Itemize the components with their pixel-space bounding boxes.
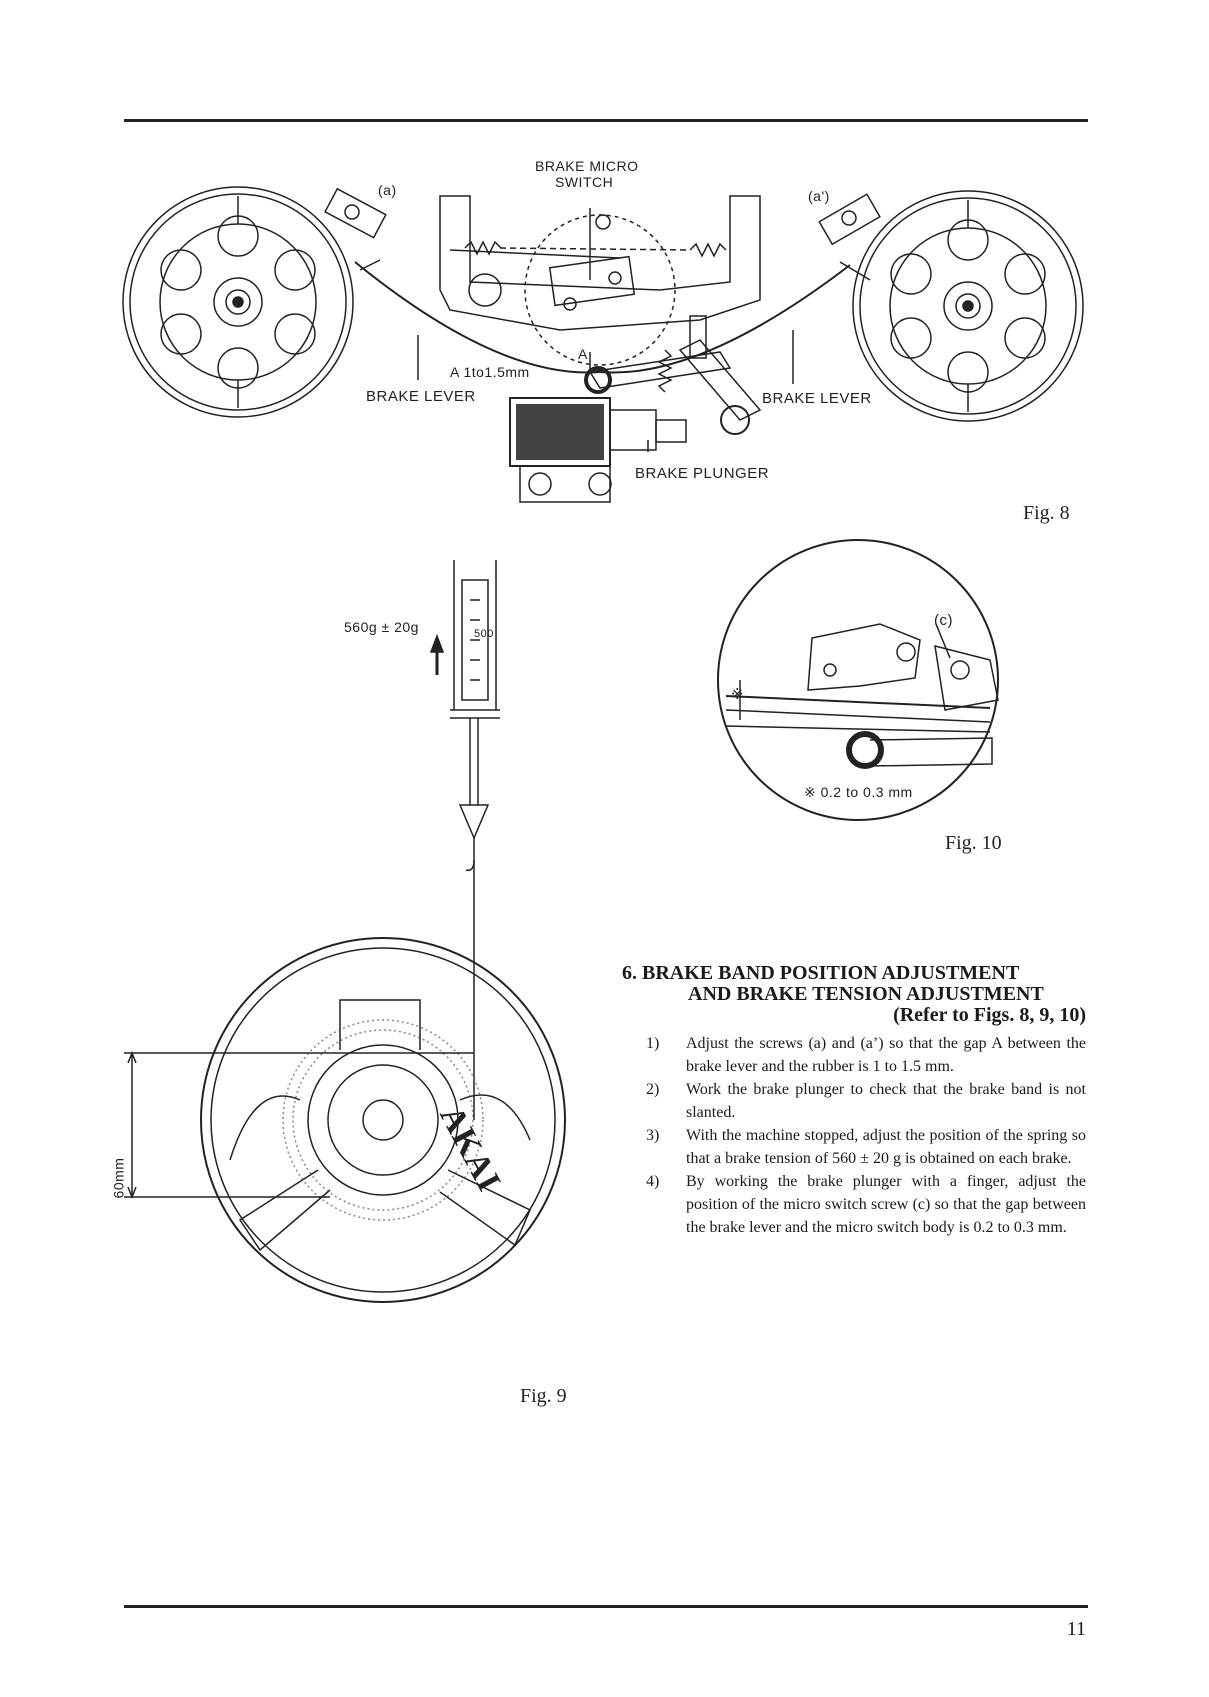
list-item: 1)Adjust the screws (a) and (a’) so that…	[646, 1035, 1086, 1075]
list-item: 2)Work the brake plunger to check that t…	[646, 1081, 1086, 1121]
fig10-label-star: ※	[731, 686, 745, 703]
left-reel-icon	[123, 187, 353, 417]
fig8-label-a-prime: (a')	[808, 188, 830, 204]
fig8-label-brake-plunger: BRAKE PLUNGER	[635, 465, 770, 482]
top-rule	[124, 119, 1088, 122]
page-number: 11	[1066, 1618, 1086, 1640]
section-6: 6. BRAKE BAND POSITION ADJUSTMENT AND BR…	[622, 963, 1086, 1239]
fig9-illustration	[0, 560, 1209, 1340]
fig10-label-gap: ※ 0.2 to 0.3 mm	[804, 784, 913, 800]
fig8-label-micro-switch-1: BRAKE MICRO	[535, 158, 639, 174]
section-title-line1: 6. BRAKE BAND POSITION ADJUSTMENT	[622, 962, 1020, 984]
fig8-label-micro-switch-2: SWITCH	[555, 174, 614, 190]
section-title: 6. BRAKE BAND POSITION ADJUSTMENT AND BR…	[622, 963, 1086, 1026]
fig9-label-scale: 500	[474, 628, 494, 640]
step-list: 1)Adjust the screws (a) and (a’) so that…	[622, 1032, 1086, 1239]
fig9-caption: Fig. 9	[520, 1385, 567, 1407]
fig8-label-a: (a)	[378, 182, 397, 198]
fig8-label-brake-lever-right: BRAKE LEVER	[762, 390, 872, 407]
list-item: 3)With the machine stopped, adjust the p…	[646, 1127, 1086, 1167]
fig9-label-60mm: 60mm	[110, 1157, 127, 1199]
fig10-caption: Fig. 10	[945, 832, 1002, 854]
fig8-caption: Fig. 8	[1023, 502, 1070, 524]
fig8-label-gap-a: A	[578, 346, 588, 362]
fig10-label-c: (c)	[934, 612, 953, 629]
fig8-label-gap: A 1to1.5mm	[450, 364, 530, 380]
fig8-illustration	[0, 0, 1209, 520]
bottom-rule	[124, 1605, 1088, 1608]
fig10-illustration	[0, 560, 1209, 860]
right-reel-icon	[853, 191, 1083, 421]
fig9-label-tension: 560g ± 20g	[344, 619, 419, 635]
list-item: 4)By working the brake plunger with a fi…	[646, 1173, 1086, 1236]
fig8-label-brake-lever-left: BRAKE LEVER	[366, 388, 476, 405]
section-reference: (Refer to Figs. 8, 9, 10)	[893, 1004, 1086, 1026]
section-title-line2: AND BRAKE TENSION ADJUSTMENT	[688, 983, 1044, 1005]
